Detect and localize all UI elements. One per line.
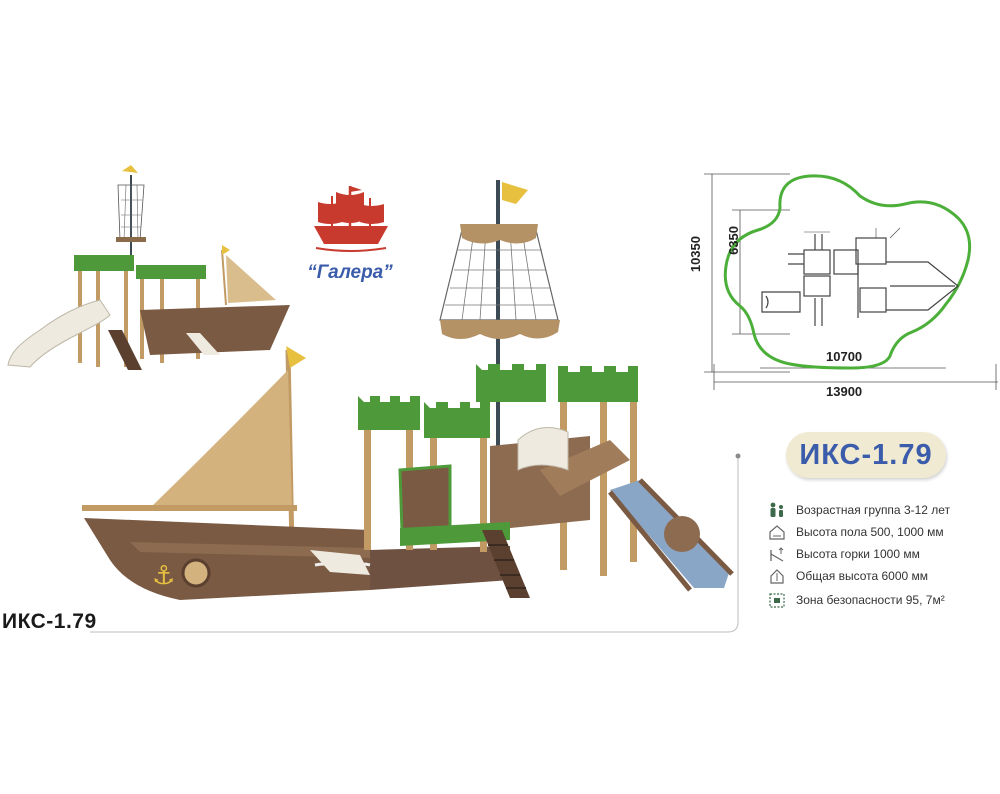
spec-age-group: Возрастная группа 3-12 лет: [766, 500, 950, 520]
main-render: ⚓: [82, 180, 734, 600]
dimension-overall-length: 13900: [826, 384, 863, 399]
svg-text:⚓: ⚓: [152, 561, 175, 591]
dimension-inner-height: 6350: [726, 226, 741, 255]
floor-height-icon: [766, 523, 788, 541]
plan-drawing: [704, 173, 998, 390]
product-title-badge: ИКС-1.79: [786, 432, 946, 478]
spec-text: Высота пола 500, 1000 мм: [796, 525, 944, 539]
spec-floor-height: Высота пола 500, 1000 мм: [766, 522, 944, 542]
spec-safety-zone: Зона безопасности 95, 7м²: [766, 590, 945, 610]
product-code-label: ИКС-1.79: [2, 610, 97, 633]
dimension-overall-height: 10350: [688, 236, 703, 273]
spec-text: Возрастная группа 3-12 лет: [796, 503, 951, 517]
spec-text: Общая высота 6000 мм: [796, 569, 929, 583]
total-height-icon: [766, 567, 788, 585]
spec-slide-height: Высота горки 1000 мм: [766, 544, 920, 564]
slide-height-icon: [766, 545, 788, 563]
galera-ship-logo-icon: [314, 186, 388, 252]
spec-total-height: Общая высота 6000 мм: [766, 566, 928, 586]
spec-text: Высота горки 1000 мм: [796, 547, 920, 561]
age-group-icon: [766, 501, 788, 519]
safety-zone-icon: [766, 591, 788, 609]
dimension-inner-length: 10700: [826, 349, 863, 364]
spec-text: Зона безопасности 95, 7м²: [796, 593, 945, 607]
thumbnail-render: [7, 165, 290, 370]
brand-name: “Галера”: [307, 262, 393, 283]
